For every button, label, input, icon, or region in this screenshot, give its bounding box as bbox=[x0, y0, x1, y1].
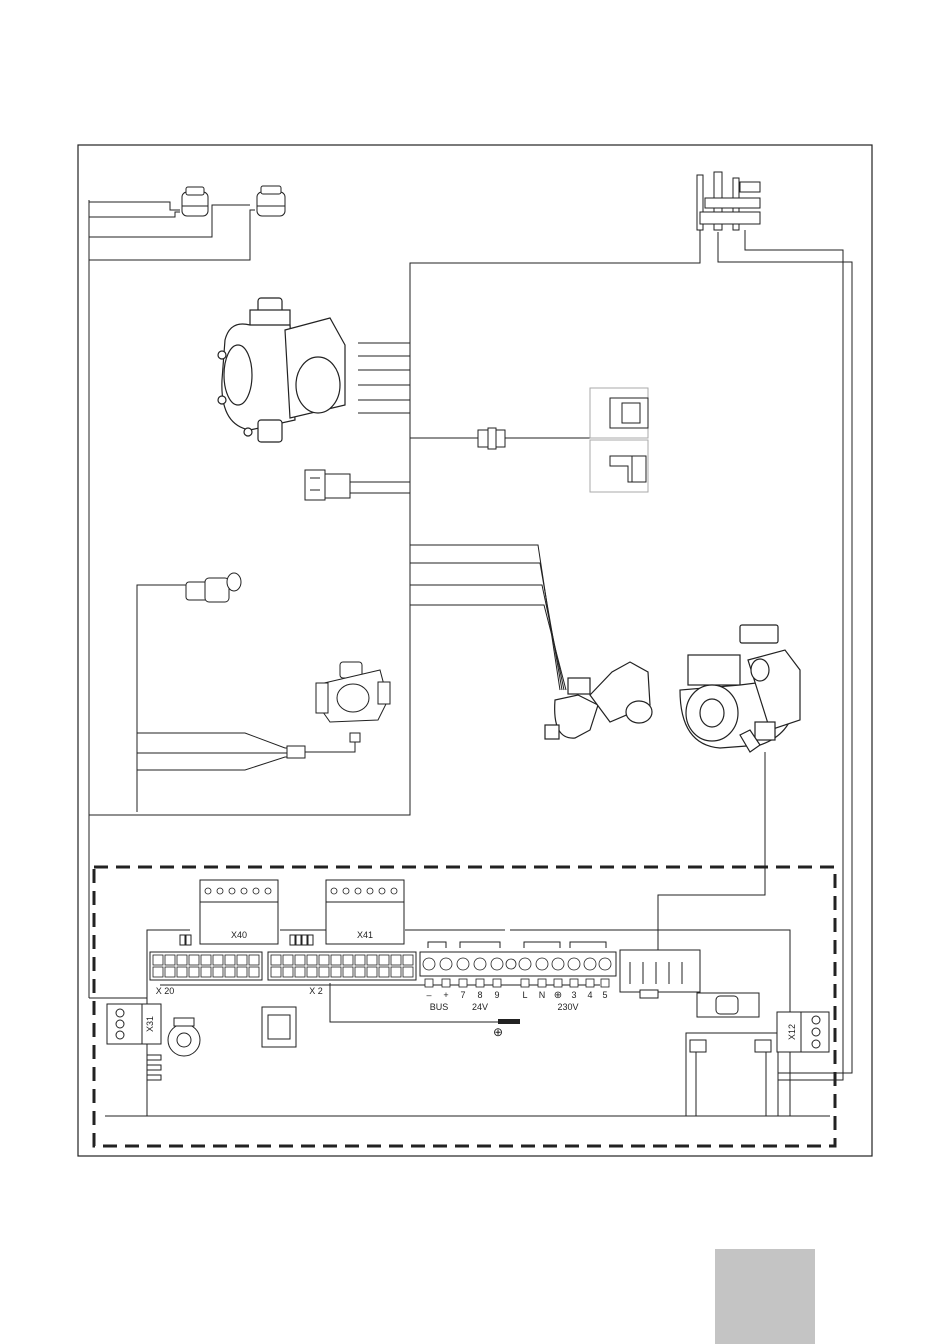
x20-label: X 20 bbox=[156, 986, 175, 996]
x2-label: X 2 bbox=[309, 986, 323, 996]
wiring bbox=[89, 200, 852, 1080]
terminal-pin-label: 4 bbox=[587, 990, 592, 1000]
plug-connector-icon bbox=[305, 470, 350, 500]
terminal-pin-label: + bbox=[443, 990, 448, 1000]
24v-group-label: 24V bbox=[472, 1002, 488, 1012]
terminal-pin-squares bbox=[425, 979, 609, 987]
page-tab bbox=[715, 1249, 815, 1344]
ignition-electrode-icon bbox=[697, 172, 760, 230]
sensor-icon bbox=[182, 187, 208, 216]
fan-socket-icon bbox=[590, 388, 648, 492]
flow-sensor-icon bbox=[287, 662, 390, 758]
pressure-sensor-icon bbox=[186, 573, 241, 602]
control-board bbox=[105, 880, 830, 1116]
gas-valve-icon bbox=[218, 298, 345, 442]
terminal-pin-label: 9 bbox=[494, 990, 499, 1000]
terminal-pin-label: 8 bbox=[477, 990, 482, 1000]
ground-bar bbox=[498, 1019, 520, 1024]
terminal-pin-label: 7 bbox=[460, 990, 465, 1000]
x41-label: X41 bbox=[357, 930, 373, 940]
terminal-pin-label: 5 bbox=[602, 990, 607, 1000]
terminal-pin-label: – bbox=[426, 990, 431, 1000]
x12-label: X12 bbox=[787, 1024, 797, 1040]
terminal-pin-label: N bbox=[539, 990, 546, 1000]
transformer-icon bbox=[686, 1033, 778, 1116]
230v-group-label: 230V bbox=[557, 1002, 578, 1012]
terminal-pin-label: ⊕ bbox=[554, 990, 562, 1001]
x31-label: X31 bbox=[145, 1016, 155, 1032]
ground-symbol: ⊕ bbox=[493, 1025, 503, 1039]
x40-label: X40 bbox=[231, 930, 247, 940]
sensor-icon bbox=[257, 186, 285, 216]
terminal-labels: – + 7 8 9 L N ⊕ 3 4 5 bbox=[426, 990, 607, 1001]
bus-group-label: BUS bbox=[430, 1002, 449, 1012]
pump-icon bbox=[680, 625, 800, 752]
terminal-pin-label: 3 bbox=[571, 990, 576, 1000]
terminal-pin-label: L bbox=[522, 990, 527, 1000]
connector-pins bbox=[205, 888, 397, 894]
inline-connector-icon bbox=[478, 428, 505, 449]
